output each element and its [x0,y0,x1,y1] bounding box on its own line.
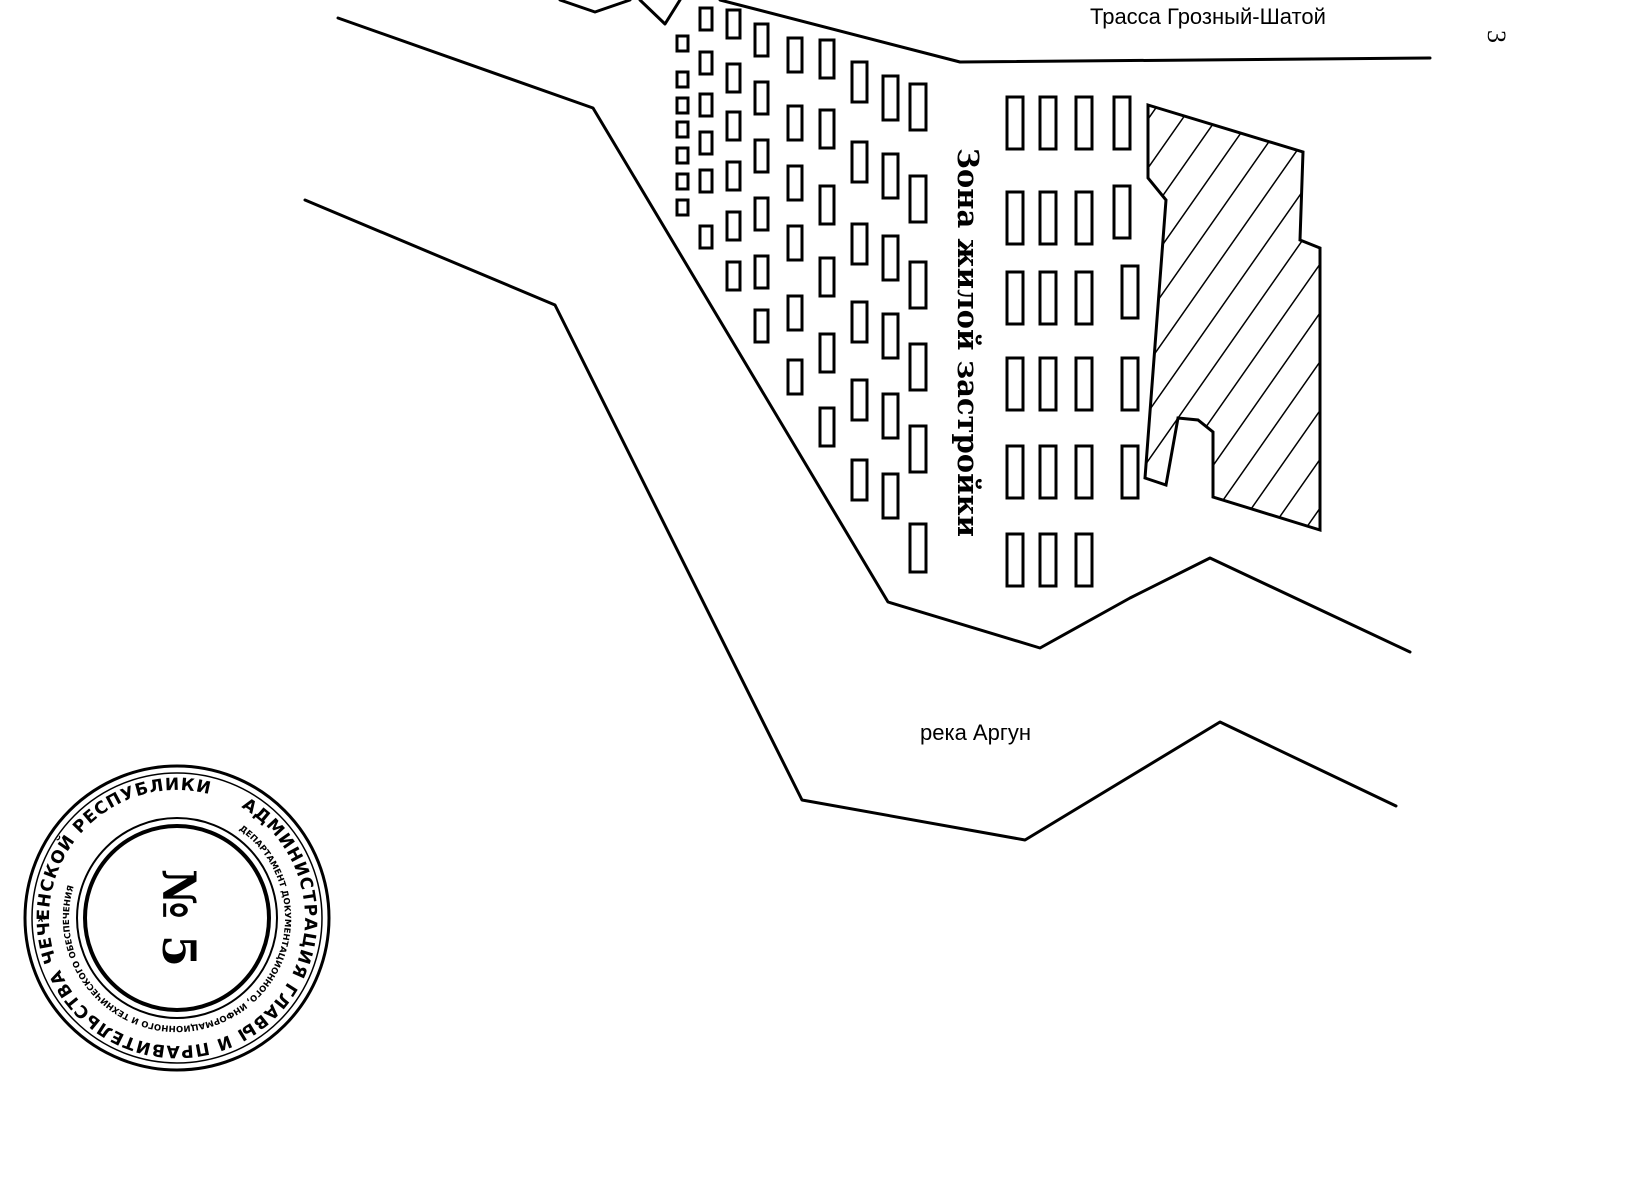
building [725,160,742,192]
building [725,260,742,292]
building [818,184,836,226]
building [725,110,742,142]
building [725,8,742,40]
hatched-zone [1143,102,1322,533]
building [908,260,928,310]
building [1005,270,1025,326]
building [675,96,690,115]
building [850,60,869,104]
building [1120,264,1140,320]
official-seal: АДМИНИСТРАЦИЯ ГЛАВЫ И ПРАВИТЕЛЬСТВА ЧЕЧЕ… [0,721,373,1113]
top-edge-building [558,0,632,14]
building [698,130,714,156]
river-label: река Аргун [920,720,1031,745]
building [675,198,690,217]
building [698,168,714,194]
building [850,300,869,344]
building [850,378,869,422]
building-group [675,6,1140,588]
page-number: 3 [1482,30,1511,43]
building [881,312,900,360]
building [1038,532,1058,588]
building [1038,444,1058,500]
building [786,358,804,396]
building [675,146,690,165]
building [1038,190,1058,246]
building [1074,190,1094,246]
building [753,254,770,290]
building [881,234,900,282]
building [675,172,690,191]
building [753,80,770,116]
building [881,472,900,520]
building [1074,95,1094,151]
building [818,332,836,374]
building [1074,532,1094,588]
building [753,196,770,232]
building [908,424,928,474]
building [786,164,804,202]
building [881,392,900,440]
boundary-line [336,16,1412,654]
building [818,406,836,448]
building [818,256,836,298]
building [1074,270,1094,326]
building [725,210,742,242]
building [908,82,928,132]
building [1005,190,1025,246]
building [1120,356,1140,412]
seal-number: № 5 [152,869,206,967]
building [675,120,690,139]
building [1038,270,1058,326]
building [1005,444,1025,500]
road-label: Трасса Грозный-Шатой [1090,4,1326,29]
building [698,224,714,250]
building [786,36,804,74]
building [908,342,928,392]
building [753,308,770,344]
building [786,224,804,262]
building [698,50,714,76]
building [908,174,928,224]
building [850,222,869,266]
building [818,108,836,150]
building [675,70,690,89]
top-edge-building [638,0,682,26]
building [786,294,804,332]
building [881,152,900,200]
building [675,34,690,53]
road-line [718,0,1432,64]
building [818,38,836,80]
building [1038,356,1058,412]
building [786,104,804,142]
building [698,92,714,118]
building [1112,184,1132,240]
building [908,522,928,574]
building [1112,95,1132,151]
building [698,6,714,32]
river-bank-line [303,198,1398,842]
zone-label: Зона жилой застройки [951,148,985,537]
building [1005,532,1025,588]
building [1005,356,1025,412]
building [753,138,770,174]
building [881,74,900,122]
building [1038,95,1058,151]
building [1074,444,1094,500]
building [725,62,742,94]
building [850,458,869,502]
building [753,22,770,58]
building [1120,444,1140,500]
building [850,140,869,184]
building [1005,95,1025,151]
building [1074,356,1094,412]
